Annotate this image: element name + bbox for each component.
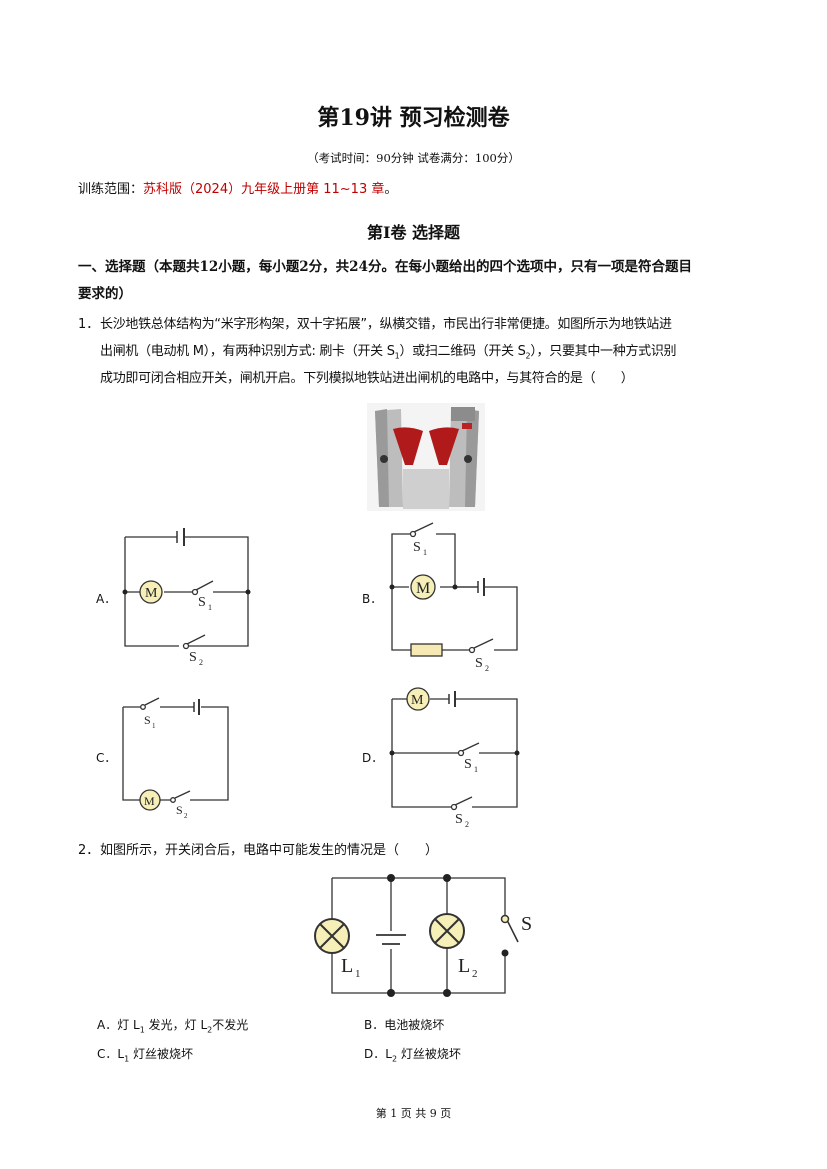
switch-label: S [198, 595, 206, 610]
subscript: 2 [465, 820, 469, 829]
section-heading-line2: 要求的） [78, 286, 132, 302]
circuit-a [124, 528, 249, 650]
range-value: 苏科版（2024）九年级上册第 11~13 章 [143, 182, 385, 197]
part-title: 第Ⅰ卷 选择题 [366, 223, 461, 242]
subscript: 2 [207, 1025, 213, 1035]
option-text: 灯 L [117, 1018, 140, 1032]
section-heading-line1: 一、选择题（本题共12小题，每小题2分，共24分。在每小题给出的四个选项中，只有… [78, 259, 692, 275]
switch-label: S [144, 713, 151, 727]
lamp-l2-icon [429, 913, 465, 949]
option-text: 发光，灯 L [144, 1018, 208, 1032]
q1-number: 1． [78, 317, 100, 332]
switch-label: S [176, 803, 183, 817]
motor-icon [139, 580, 163, 604]
lamp-label: L [341, 955, 353, 977]
subscript: 1 [124, 1054, 130, 1064]
exam-info: （考试时间：90分钟 试卷满分：100分） [307, 151, 520, 165]
q2-text: 如图所示，开关闭合后，电路中可能发生的情况是（ ） [100, 843, 439, 858]
option-text: 灯丝被烧坏 [397, 1047, 461, 1061]
switch-label: S [475, 656, 483, 671]
q1-line3: 成功即可闭合相应开关，闸机开启。下列模拟地铁站进出闸机的电路中，与其符合的是（ … [100, 371, 634, 386]
q1-option-a[interactable]: A． [96, 592, 117, 606]
q2-option-d[interactable]: D．L2 灯丝被烧坏 [364, 1045, 461, 1063]
switch-label: S [464, 757, 472, 772]
q1-text: ）或扫二维码（开关 S [399, 344, 526, 359]
motor-label: M [144, 794, 155, 808]
option-key: A． [97, 1018, 118, 1032]
circuit-c [122, 697, 229, 803]
motor-label: M [145, 586, 158, 601]
subscript: 1 [208, 603, 212, 612]
subscript: 2 [184, 812, 188, 820]
subscript: 2 [391, 1054, 398, 1064]
option-text: 不发光 [212, 1018, 249, 1032]
option-key: C． [97, 1047, 118, 1061]
q2-option-a[interactable]: A．灯 L1 发光，灯 L2不发光 [97, 1016, 248, 1034]
subscript: 1 [394, 351, 400, 361]
subscript: 1 [139, 1025, 145, 1035]
page-footer: 第 1 页 共 9 页 [375, 1107, 452, 1120]
option-key: B． [364, 1018, 385, 1032]
option-text: 灯丝被烧坏 [129, 1047, 193, 1061]
q2-option-b[interactable]: B．电池被烧坏 [364, 1016, 444, 1033]
motor-label: M [411, 693, 424, 708]
switch-label: S [455, 812, 463, 827]
range-end: 。 [384, 182, 398, 197]
option-text: 电池被烧坏 [384, 1018, 445, 1032]
subscript: 1 [474, 765, 478, 774]
switch-label: S [189, 650, 197, 665]
subscript: 2 [472, 968, 478, 980]
q2-number: 2． [78, 843, 100, 858]
option-key: D． [364, 1047, 386, 1061]
lamp-label: L [458, 955, 470, 977]
q1-line1: 长沙地铁总体结构为“米字形构架，双十字拓展”，纵横交错，市民出行非常便捷。如图所… [100, 317, 672, 332]
switch-contact [500, 914, 510, 924]
subscript: 1 [423, 548, 427, 557]
page-title: 第19讲 预习检测卷 [317, 105, 510, 131]
motor-label: M [416, 580, 430, 597]
subscript: 2 [199, 658, 203, 667]
option-text: L [385, 1047, 392, 1061]
subscript: 1 [152, 722, 156, 730]
circuit-d [391, 691, 518, 811]
q1-line2: 出闸机（电动机 M），有两种识别方式: 刷卡（开关 S1）或扫二维码（开关 S2… [100, 340, 677, 361]
switch-label: S [521, 913, 532, 935]
training-range: 训练范围：苏科版（2024）九年级上册第 11~13 章。 [78, 178, 397, 197]
motor-icon [410, 574, 436, 600]
motor-icon [139, 789, 161, 811]
q1-text: ），只要其中一种方式识别 [530, 344, 677, 359]
range-label: 训练范围： [78, 182, 144, 197]
subscript: 1 [355, 968, 361, 980]
subscript: 2 [485, 664, 489, 673]
q1-option-b[interactable]: B． [362, 592, 383, 606]
q1-option-c[interactable]: C． [96, 751, 117, 765]
option-text: L [117, 1047, 125, 1061]
turnstile-photo [367, 403, 485, 511]
lamp-l1-icon [314, 918, 350, 954]
motor-icon [406, 687, 430, 711]
circuit-b [391, 522, 518, 657]
switch-label: S [413, 540, 421, 555]
q2-option-c[interactable]: C．L1 灯丝被烧坏 [97, 1045, 193, 1063]
q1-text: 出闸机（电动机 M），有两种识别方式: 刷卡（开关 S [100, 344, 395, 359]
subscript: 2 [525, 351, 531, 361]
q1-option-d[interactable]: D． [362, 751, 384, 765]
